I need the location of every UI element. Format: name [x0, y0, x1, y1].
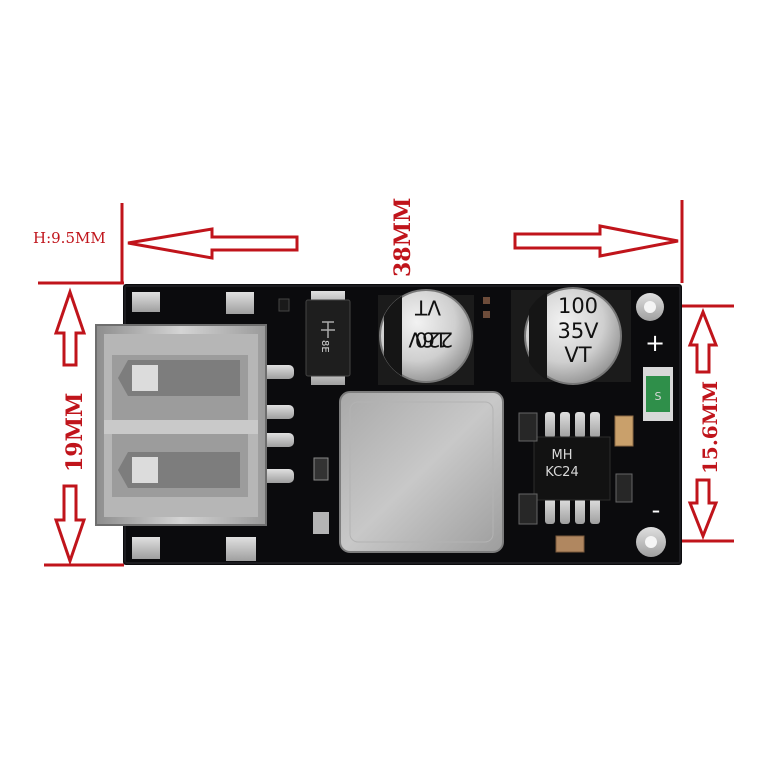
power-inductor: [339, 391, 504, 553]
schottky-diode: 8E: [305, 291, 351, 385]
usb-tab-pad: [226, 292, 254, 314]
electrolytic-capacitor-220uf: 220 16V VT: [378, 289, 474, 385]
length-dimension-label: 38MM: [390, 198, 416, 277]
ic-marking-line2: KC24: [545, 465, 578, 480]
usb-a-connector: [95, 324, 267, 526]
usb-tab-pad: [132, 537, 160, 559]
width-arrow-down: [53, 484, 87, 566]
smd-capacitor: [313, 512, 329, 534]
length-arrow: [513, 224, 679, 258]
usb-pin-pad: [262, 405, 294, 419]
dimension-annotations: [38, 200, 734, 567]
electrolytic-capacitor-100uf: 100 35V VT: [511, 287, 631, 385]
smd-capacitor: [555, 535, 585, 553]
spacing-arrow-down: [687, 478, 719, 541]
status-led: S: [643, 367, 673, 421]
height-dimension-label: H:9.5MM: [33, 229, 106, 247]
diode-marking: 8E: [319, 340, 330, 353]
usb-tab-pad: [226, 537, 256, 561]
positive-terminal-label: +: [645, 329, 665, 357]
buck-controller-ic: MH KC24: [533, 412, 611, 524]
spacing-arrow-up: [687, 307, 719, 374]
led-marking: S: [655, 390, 662, 403]
capacitor-right-series: VT: [564, 343, 591, 367]
capacitor-right-voltage: 35V: [557, 319, 599, 343]
capacitor-right-value: 100: [558, 294, 598, 318]
usb-pin-pad: [262, 365, 294, 379]
smd-resistor: [615, 473, 633, 503]
usb-pin-pad: [262, 469, 294, 483]
usb-pin-pad: [262, 433, 294, 447]
pcb-board: 8E 220 16V VT 100 35V VT: [95, 284, 682, 565]
negative-terminal-label: -: [652, 496, 661, 524]
smd-capacitor: [614, 415, 634, 447]
height-arrow: [127, 227, 299, 260]
width-arrow-up: [53, 287, 87, 367]
smd-resistor: [518, 493, 538, 525]
hole-spacing-dimension-label: 15.6MM: [698, 381, 722, 474]
smd-resistor: [313, 457, 329, 481]
smd-resistor: [518, 412, 538, 442]
ic-marking-line1: MH: [552, 448, 573, 463]
usb-tab-pad: [132, 292, 160, 312]
capacitor-left-series: VT: [414, 296, 441, 320]
capacitor-left-voltage: 16V: [408, 328, 447, 352]
width-dimension-label: 19MM: [62, 393, 88, 472]
capacitor-left-value: 220: [415, 328, 453, 352]
